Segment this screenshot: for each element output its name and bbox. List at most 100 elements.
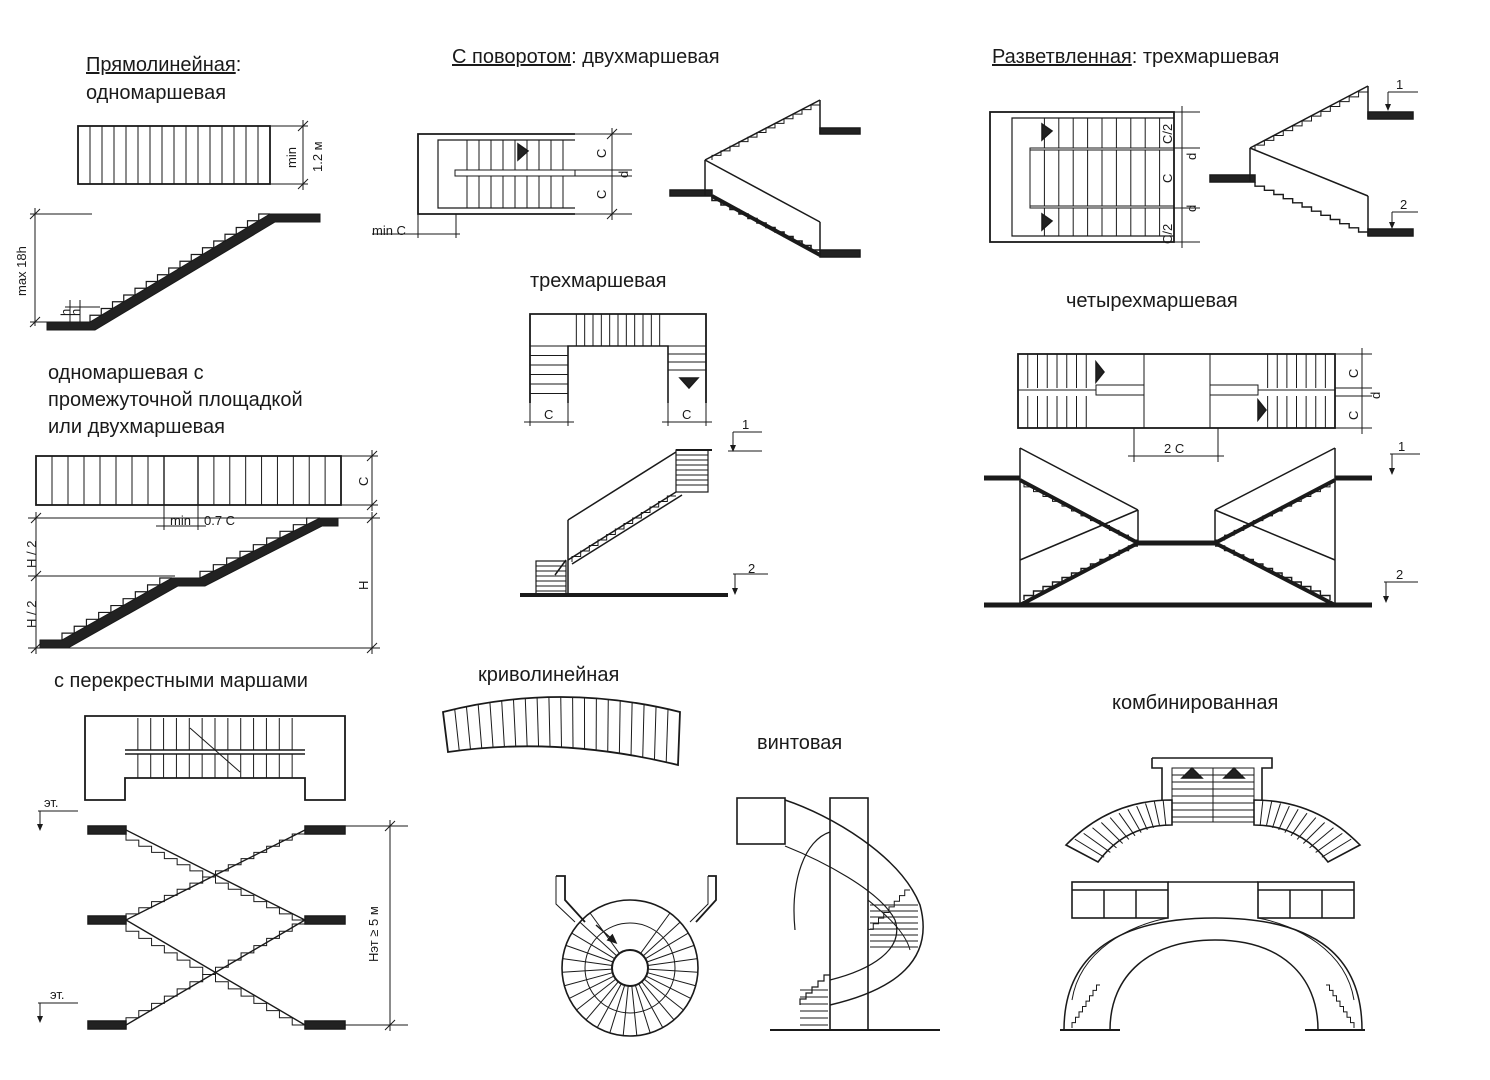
cross-flights-drawing (37, 715, 408, 1031)
dim-c-half-bottom: C/2 (1160, 224, 1175, 244)
drawing-steps (1071, 984, 1100, 1028)
drawing-line (630, 702, 633, 756)
drawing-line (1074, 838, 1105, 858)
landing-section-flight (39, 517, 339, 649)
straight-section-flight (46, 213, 321, 331)
dim-2c: 2 C (1164, 441, 1185, 456)
branched-3d-steps (1254, 91, 1368, 233)
drawing-line (596, 983, 622, 1028)
drawing-line (1259, 800, 1264, 826)
drawing-line (1153, 801, 1161, 827)
drawing-line (1145, 803, 1154, 828)
drawing-line (465, 706, 471, 750)
drawing-line (1296, 817, 1317, 840)
dim-d-four: d (1368, 392, 1383, 399)
level-2-three: 2 (748, 561, 756, 576)
drawing-line (568, 975, 615, 999)
straight-title: Прямолинейная: (86, 52, 241, 78)
drawing-steps (125, 924, 305, 1026)
drawing-line (647, 972, 696, 987)
dim-h-half-bottom: H / 2 (24, 601, 39, 628)
turning-plan-treads (466, 140, 564, 208)
dim-d-branched-bottom: d (1184, 205, 1199, 212)
drawing-line (647, 958, 698, 967)
drawing-line (501, 700, 505, 747)
landing-section-steps (61, 517, 320, 640)
drawing-steps (1254, 182, 1368, 233)
dim-h-half-top: H / 2 (24, 541, 39, 568)
drawing-line (1118, 812, 1136, 837)
dim-c-landing: C (356, 477, 371, 486)
straight-single-flight-drawing (29, 120, 321, 331)
landing-flight-drawing (28, 450, 380, 654)
drawing-line (646, 944, 695, 963)
drawing-line (1309, 827, 1334, 849)
dim-h-floor: Нэт ≥ 5 м (366, 906, 381, 962)
cross-section-flights (125, 829, 306, 1026)
floor-label-top: эт. (44, 795, 59, 810)
drawing-steps (1254, 91, 1368, 150)
dim-max-18h: max 18h (14, 246, 29, 296)
drawing-line (609, 985, 626, 1034)
drawing-steps (571, 495, 676, 562)
drawing-line (585, 981, 619, 1021)
four-flight-plan (1017, 353, 1336, 429)
drawing-line (645, 932, 689, 960)
drawing-steps (711, 196, 820, 251)
four-flight-drawing (984, 348, 1420, 608)
level-1-four: 1 (1398, 439, 1406, 454)
drawing-line (562, 968, 613, 973)
turning-title: С поворотом: двухмаршевая (452, 44, 720, 70)
drawing-line (665, 709, 669, 763)
curved-drawing (442, 696, 681, 767)
landing-plan (35, 455, 342, 506)
four-flight-plan-treads (1018, 354, 1335, 428)
dim-c-three-right: C (682, 407, 692, 422)
dim-c-three-left: C (544, 407, 554, 422)
dim-c-four-top: C (1346, 369, 1361, 378)
branched-title: Разветвленная: трехмаршевая (992, 44, 1279, 70)
three-flight-plan-treads (530, 314, 706, 394)
turning-title-rest: : двухмаршевая (571, 46, 720, 68)
dim-1-2m: 1.2 м (310, 141, 325, 172)
spiral-drawing (555, 797, 940, 1037)
branched-title-underlined: Разветвленная (992, 46, 1132, 68)
drawing-line (477, 704, 483, 749)
curved-plan (442, 696, 681, 767)
drawing-line (524, 698, 528, 747)
straight-subtitle: одномаршевая (86, 82, 227, 104)
drawing-steps (1023, 482, 1138, 541)
drawing-line (1265, 801, 1273, 827)
drawing-line (548, 697, 551, 747)
turning-3d-steps (711, 104, 820, 251)
drawing-line (641, 981, 675, 1021)
dim-c-turning-top: C (594, 149, 609, 158)
drawing-line (1100, 822, 1124, 844)
drawing-line (622, 985, 629, 1036)
spiral-title: винтовая (757, 732, 843, 754)
drawing-steps (1326, 984, 1355, 1028)
drawing-line (645, 975, 692, 999)
drawing-steps (61, 577, 172, 640)
drawing-line (562, 958, 613, 967)
straight-title-colon: : (235, 54, 242, 76)
level-2-branched: 2 (1400, 197, 1408, 212)
drawing-line (1290, 812, 1308, 837)
drawing-line (638, 983, 664, 1028)
dim-min-c: min C (372, 223, 406, 238)
combined-title: комбинированная (1112, 692, 1279, 714)
drawing-line (1162, 800, 1167, 826)
landing-title-line-1: одномаршевая с (48, 362, 204, 384)
four-flight-3d-steps (1023, 482, 1331, 600)
drawing-line (579, 921, 618, 957)
drawing-line (634, 985, 651, 1034)
turning-two-flight-drawing (372, 99, 861, 258)
drawing-line (560, 696, 562, 748)
drawing-line (512, 699, 517, 747)
combined-elevation-steps (1071, 984, 1355, 1028)
level-1-branched: 1 (1396, 77, 1404, 92)
drawing-line (647, 968, 698, 973)
branched-title-rest: : трехмаршевая (1131, 46, 1280, 68)
